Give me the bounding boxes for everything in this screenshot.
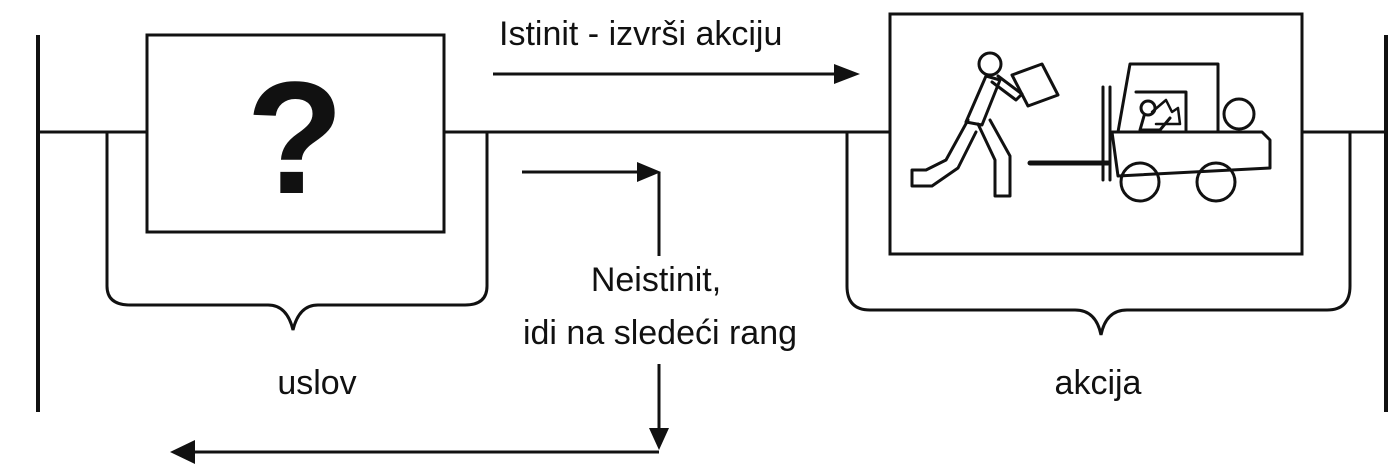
condition-label: uslov — [277, 364, 356, 402]
false-branch-label-line2: idi na sledeći rang — [523, 314, 797, 352]
worker-with-forklift-icon — [910, 51, 1272, 203]
question-mark-icon: ? — [246, 48, 344, 227]
true-branch-label: Istinit - izvrši akciju — [499, 15, 782, 53]
true-branch-arrowhead — [834, 64, 860, 84]
false-branch-arrowhead-down — [649, 428, 669, 450]
condition-brace — [105, 132, 489, 331]
action-brace — [845, 132, 1352, 336]
condition-box — [145, 33, 446, 234]
action-label: akcija — [1055, 364, 1142, 402]
false-branch-label-line1: Neistinit, — [591, 261, 721, 299]
false-branch-arrowhead-left — [170, 440, 195, 464]
action-box — [888, 12, 1304, 256]
false-branch-arrowhead-right — [637, 162, 661, 182]
